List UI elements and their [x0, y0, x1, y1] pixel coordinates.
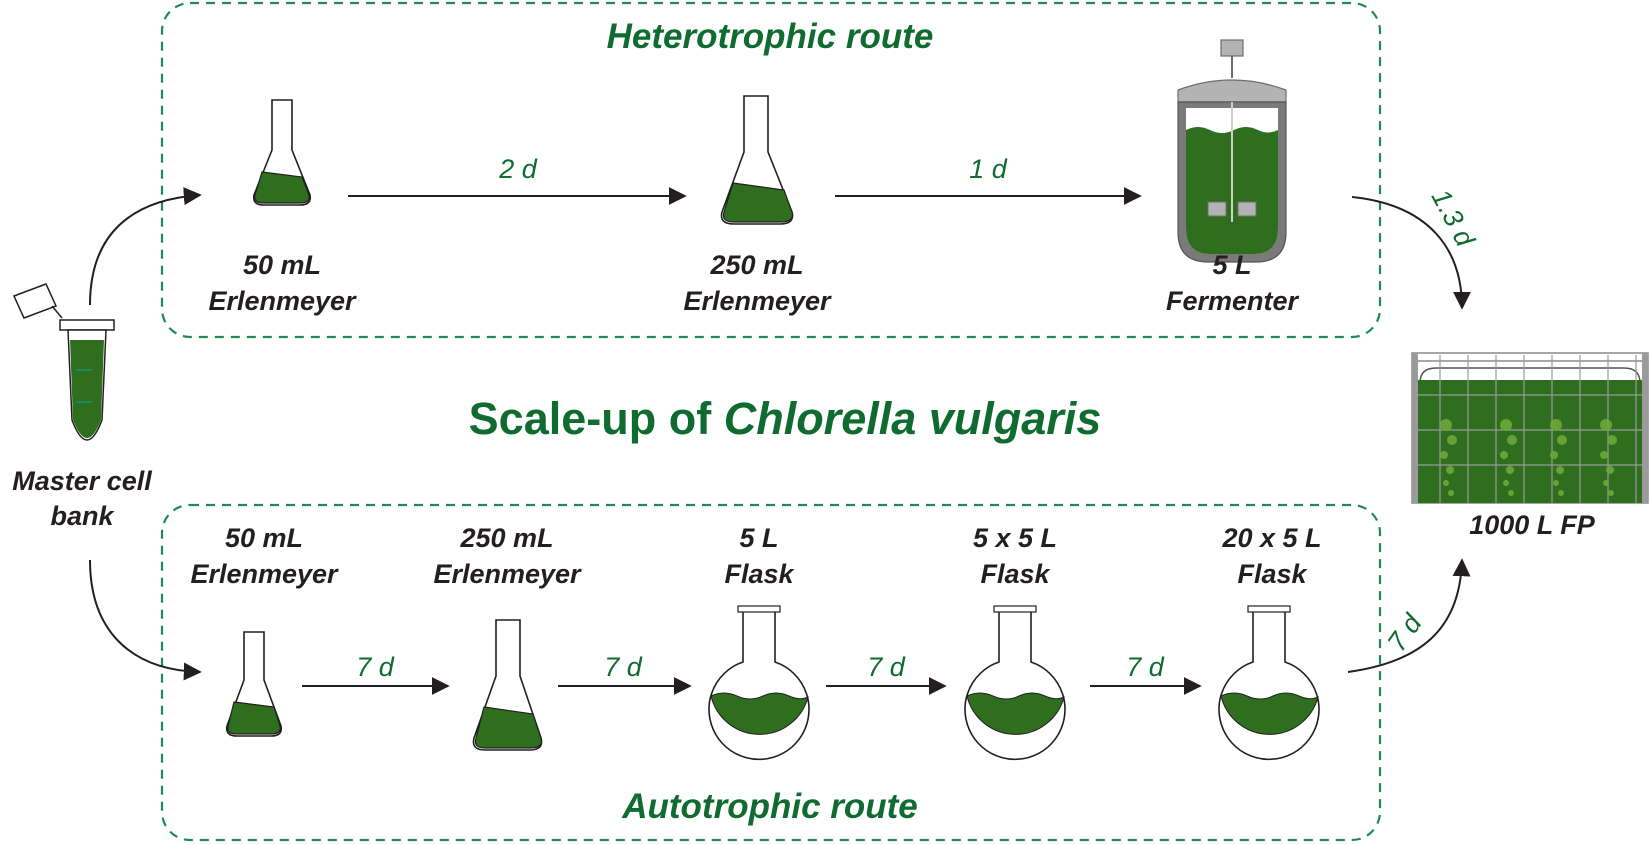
het-duration-2: 1 d	[969, 154, 1008, 184]
title-species: Chlorella vulgaris	[724, 393, 1102, 444]
auto-stage-3-label-2: Flask	[724, 559, 795, 589]
auto-duration-4: 7 d	[1126, 652, 1165, 682]
auto-duration-to-final: 7 d	[1382, 608, 1429, 657]
auto-erlenmeyer-250ml-icon	[472, 619, 543, 751]
photobioreactor-icon	[1411, 352, 1649, 504]
fermenter-icon	[1177, 39, 1287, 263]
flask-20x5l-icon	[1218, 605, 1320, 761]
diagram-title: Scale-up of Chlorella vulgaris	[469, 393, 1102, 444]
arrow-het-to-final	[1351, 196, 1471, 310]
het-stage-2-label-1: 250 mL	[709, 250, 803, 280]
arrow-master-to-autotrophic	[89, 559, 202, 681]
master-cell-bank-tube-icon	[12, 283, 115, 441]
auto-erlenmeyer-50ml-icon	[225, 631, 283, 737]
auto-stage-5-label-2: Flask	[1237, 559, 1308, 589]
auto-stage-2-label-1: 250 mL	[459, 523, 553, 553]
autotrophic-route-label: Autotrophic route	[621, 787, 918, 826]
erlenmeyer-250ml-icon	[720, 95, 794, 225]
flask-5x5l-icon	[964, 605, 1066, 761]
het-duration-to-final: 1.3 d	[1426, 184, 1481, 252]
auto-stage-3-label-1: 5 L	[739, 523, 778, 553]
flask-5l-icon	[708, 605, 810, 761]
heterotrophic-route-label: Heterotrophic route	[607, 17, 934, 56]
arrow-auto-to-final	[1347, 558, 1471, 673]
autotrophic-route-box	[160, 503, 1382, 842]
auto-stage-1-label-1: 50 mL	[225, 523, 303, 553]
het-stage-2-label-2: Erlenmeyer	[683, 286, 832, 316]
auto-stage-5-label-1: 20 x 5 L	[1221, 523, 1321, 553]
auto-stage-2-label-2: Erlenmeyer	[433, 559, 582, 589]
title-prefix: Scale-up of	[469, 393, 724, 444]
master-cell-bank-label-2: bank	[50, 501, 115, 531]
auto-stage-1-label-2: Erlenmeyer	[190, 559, 339, 589]
het-stage-3-label-1: 5 L	[1212, 250, 1251, 280]
het-duration-1: 2 d	[498, 154, 538, 184]
erlenmeyer-50ml-icon	[252, 99, 312, 206]
het-stage-1-label-1: 50 mL	[243, 250, 321, 280]
arrow-master-to-heterotrophic	[89, 187, 202, 306]
het-stage-1-label-2: Erlenmeyer	[208, 286, 357, 316]
final-label: 1000 L FP	[1469, 510, 1596, 540]
heterotrophic-route-box	[160, 1, 1382, 339]
auto-duration-1: 7 d	[356, 652, 395, 682]
auto-duration-3: 7 d	[867, 652, 906, 682]
master-cell-bank-label-1: Master cell	[12, 466, 152, 496]
auto-stage-4-label-1: 5 x 5 L	[973, 523, 1057, 553]
het-stage-3-label-2: Fermenter	[1166, 286, 1300, 316]
auto-duration-2: 7 d	[604, 652, 643, 682]
auto-stage-4-label-2: Flask	[980, 559, 1051, 589]
